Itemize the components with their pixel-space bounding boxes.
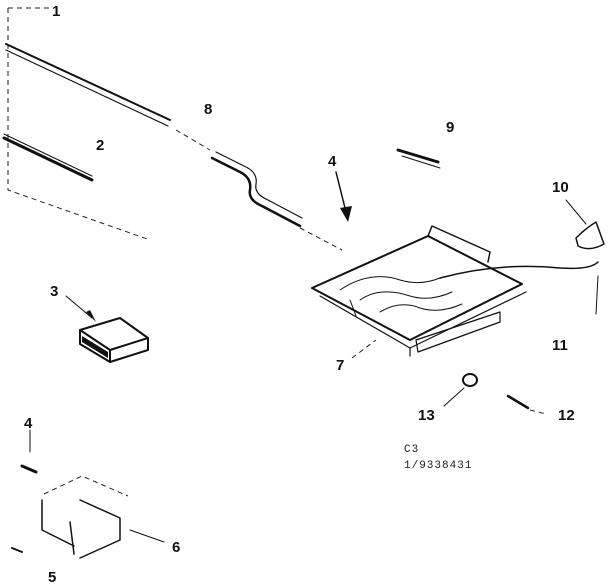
part-7-leader [351, 339, 377, 359]
part-9-bracket [396, 148, 441, 169]
part-3-box [65, 295, 149, 363]
part-11-leader [595, 275, 599, 315]
callout-11: 11 [552, 337, 568, 354]
callout-9: 9 [446, 119, 454, 136]
part-12-screw [506, 394, 547, 415]
callout-12: 12 [558, 407, 575, 424]
callout-6: 6 [172, 539, 180, 556]
part-13-grommet [443, 373, 478, 407]
callout-4-upper: 4 [328, 153, 337, 170]
callout-13: 13 [418, 407, 435, 424]
part-8-tube [175, 129, 343, 251]
broiler-tray-assembly [311, 225, 599, 357]
diagram-code-line1: C3 [404, 444, 419, 456]
part-6-bracket [11, 475, 165, 559]
diagram-code-line2: 1/9338431 [404, 460, 472, 472]
callout-8: 8 [204, 101, 212, 118]
callout-5: 5 [48, 569, 56, 584]
part-4-screw [20, 429, 38, 474]
part-10-cap [565, 199, 605, 250]
part-4-arrow [335, 171, 352, 222]
callout-10: 10 [552, 179, 569, 196]
callout-1: 1 [52, 3, 60, 20]
part-2-rod [2, 133, 94, 182]
part-1-frame [5, 7, 171, 241]
callout-4-lower: 4 [24, 415, 33, 432]
callout-3: 3 [50, 283, 58, 300]
callout-7: 7 [336, 357, 344, 374]
callout-2: 2 [96, 137, 104, 154]
